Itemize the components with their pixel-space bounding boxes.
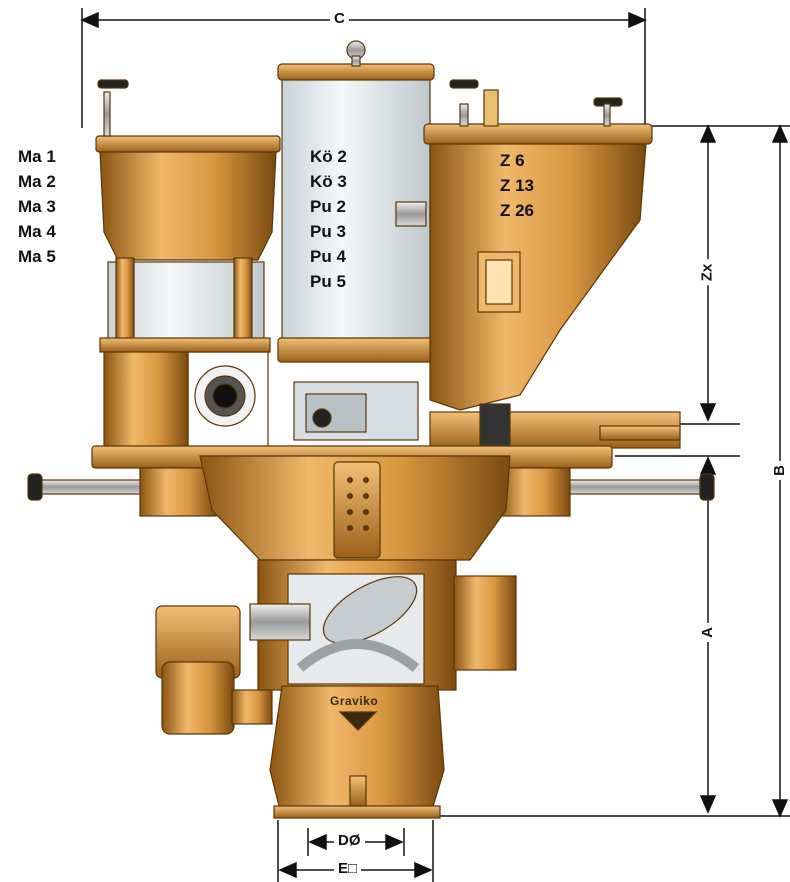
center-cylinder-label: Pu 3	[310, 222, 346, 241]
dimension-c-label: C	[330, 10, 349, 27]
left-hopper-label: Ma 5	[18, 247, 56, 266]
center-cylinder-label: Pu 2	[310, 197, 346, 216]
dimension-zx-label: Zx	[698, 259, 716, 286]
center-cylinder-label: Pu 4	[310, 247, 346, 266]
left-hopper-label: Ma 4	[18, 222, 56, 241]
right-hopper-label: Z 13	[500, 176, 535, 195]
dosing-unit-illustration	[27, 40, 715, 819]
right-hopper-label: Z 6	[500, 151, 525, 170]
dimension-d-label: DØ	[334, 832, 365, 849]
dimension-a-label: A	[698, 623, 716, 642]
center-cylinder-label: Pu 5	[310, 272, 346, 291]
right-hopper-label-list: Z 6 Z 13 Z 26	[500, 148, 534, 223]
dimension-b-label: B	[770, 461, 788, 480]
center-cylinder-label: Kö 2	[310, 147, 347, 166]
brand-logo: Graviko	[330, 694, 379, 708]
dimension-e-label: E□	[334, 860, 362, 877]
right-hopper-label: Z 26	[500, 201, 535, 220]
left-hopper-label-list: Ma 1 Ma 2 Ma 3 Ma 4 Ma 5	[18, 144, 56, 269]
left-hopper-label: Ma 3	[18, 197, 56, 216]
left-hopper-label: Ma 2	[18, 172, 56, 191]
left-hopper-label: Ma 1	[18, 147, 56, 166]
dimension-lines	[80, 8, 790, 882]
center-cylinder-label-list: Kö 2 Kö 3 Pu 2 Pu 3 Pu 4 Pu 5	[310, 144, 347, 294]
center-cylinder-label: Kö 3	[310, 172, 347, 191]
